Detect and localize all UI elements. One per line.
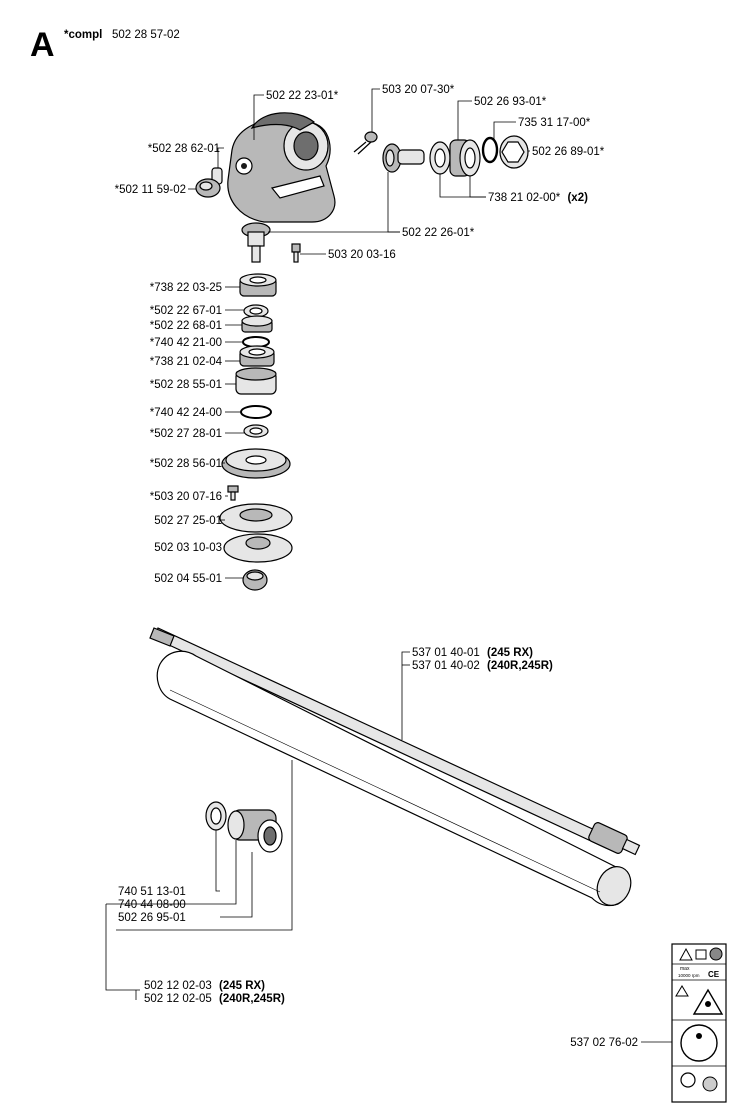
label-tube-a: 502 12 02-03 (245 RX)	[144, 980, 265, 992]
label-bearing-pair-number: 738 21 02-00*	[488, 192, 561, 204]
label-tube-a-model: (245 RX)	[219, 980, 265, 992]
oring-2-drawing	[240, 405, 272, 419]
flange-drawing	[221, 448, 291, 479]
leader-lines-lower	[105, 651, 672, 1043]
top-screw-drawing	[353, 131, 378, 155]
label-sleeve: *502 28 55-01	[150, 379, 222, 391]
plug-drawing	[195, 178, 221, 198]
spacer-1-drawing	[243, 304, 269, 318]
warning-triangle-icon	[679, 947, 693, 961]
bevel-gear-vertical-drawing	[241, 222, 271, 263]
label-shaft-a-model: (245 RX)	[487, 647, 533, 659]
ear-protection-icon	[709, 947, 723, 961]
label-tube-b: 502 12 02-05 (240R,245R)	[144, 993, 285, 1005]
person-icon	[705, 1001, 711, 1007]
kickback-icon	[680, 1072, 696, 1088]
label-nut-bottom: 502 04 55-01	[154, 573, 222, 585]
hazard-triangle-icon	[675, 985, 689, 997]
label-spacer-2: *502 22 68-01	[150, 320, 222, 332]
bevel-gear-right-drawing	[382, 143, 425, 173]
decal-max: max	[680, 966, 690, 972]
flange-screw-drawing	[227, 485, 239, 501]
small-ring-drawing	[205, 801, 227, 831]
label-screw-top: 503 20 07-30*	[382, 84, 455, 96]
label-circlip: 735 31 17-00*	[518, 117, 591, 129]
sleeve-drawing	[235, 367, 277, 395]
label-small-ring: 740 51 13-01	[118, 886, 186, 898]
label-support-cup: 502 27 25-01	[154, 515, 222, 527]
washer-drawing	[243, 424, 269, 438]
label-shaft-a: 537 01 40-01 (245 RX)	[412, 647, 533, 659]
label-oring-1: *740 42 21-00	[150, 337, 222, 349]
bottom-nut-drawing	[242, 569, 268, 591]
operator-figure-icon	[696, 1033, 702, 1039]
label-plug: *502 11 59-02	[115, 184, 186, 196]
spacer-2-drawing	[241, 315, 273, 333]
label-bushing: 502 26 95-01	[118, 912, 186, 924]
label-bearing-2: *738 21 02-04	[150, 356, 223, 368]
label-bearing-pair: 738 21 02-00* (x2)	[488, 192, 588, 204]
label-flange: *502 28 56-01	[150, 458, 222, 470]
circlip-drawing	[481, 136, 499, 164]
label-shaft-b: 537 01 40-02 (240R,245R)	[412, 660, 553, 672]
label-tube-b-number: 502 12 02-05	[144, 993, 212, 1005]
safety-distance-icon	[680, 1024, 718, 1062]
tube-drawing	[156, 650, 632, 907]
label-spacer-1: *502 22 67-01	[150, 305, 222, 317]
label-decal: 537 02 76-02	[570, 1037, 638, 1049]
compl-number: 502 28 57-02	[112, 29, 180, 41]
decal-ce: CE	[708, 970, 720, 979]
label-screw-side: 503 20 03-16	[328, 249, 396, 261]
warning-decal: max 10000 rpm CE	[671, 943, 727, 1103]
label-nut-end: 502 26 89-01*	[532, 146, 605, 158]
leader-lines-upper	[188, 88, 530, 579]
bearing-pair-right-drawing	[429, 139, 481, 177]
compl-prefix: *compl	[64, 29, 102, 41]
label-oring-2: *740 42 24-00	[150, 407, 222, 419]
label-bearing-outer: 502 26 93-01*	[474, 96, 547, 108]
labels-lower: 537 01 40-01 (245 RX) 537 01 40-02 (240R…	[118, 647, 638, 1049]
label-tube-a-number: 502 12 02-03	[144, 980, 212, 992]
gear-housing-drawing	[227, 112, 336, 223]
label-bearing-1: *738 22 03-25	[150, 282, 222, 294]
support-cup-drawing	[219, 503, 293, 533]
label-housing: 502 22 23-01*	[266, 90, 339, 102]
bushing-drawing	[227, 809, 283, 853]
manual-book-icon	[695, 949, 707, 960]
section-letter: A	[30, 26, 55, 64]
label-washer: *502 27 28-01	[150, 428, 222, 440]
side-screw-drawing	[291, 243, 301, 263]
bearing-2-drawing	[239, 345, 275, 367]
label-cap-screw: *502 28 62-01	[148, 143, 220, 155]
label-gear-pair: 502 22 26-01*	[402, 227, 475, 239]
end-nut-drawing	[499, 135, 529, 169]
label-tube-b-model: (240R,245R)	[219, 993, 285, 1005]
label-shaft-b-number: 537 01 40-02	[412, 660, 480, 672]
label-oring-3: 740 44 08-00	[118, 899, 186, 911]
label-support-disc: 502 03 10-03	[154, 542, 222, 554]
label-shaft-b-model: (240R,245R)	[487, 660, 553, 672]
blade-icon	[702, 1076, 718, 1092]
decal-rpm: 10000 rpm	[678, 973, 700, 978]
bearing-1-drawing	[239, 273, 277, 297]
support-disc-drawing	[223, 533, 293, 563]
label-bearing-pair-qty: (x2)	[567, 192, 588, 204]
label-screw-flange: *503 20 07-16	[150, 491, 222, 503]
labels-upper: 502 22 23-01* 503 20 07-30* 502 26 93-01…	[115, 84, 605, 585]
label-shaft-a-number: 537 01 40-01	[412, 647, 480, 659]
drive-shaft-drawing	[149, 627, 641, 856]
